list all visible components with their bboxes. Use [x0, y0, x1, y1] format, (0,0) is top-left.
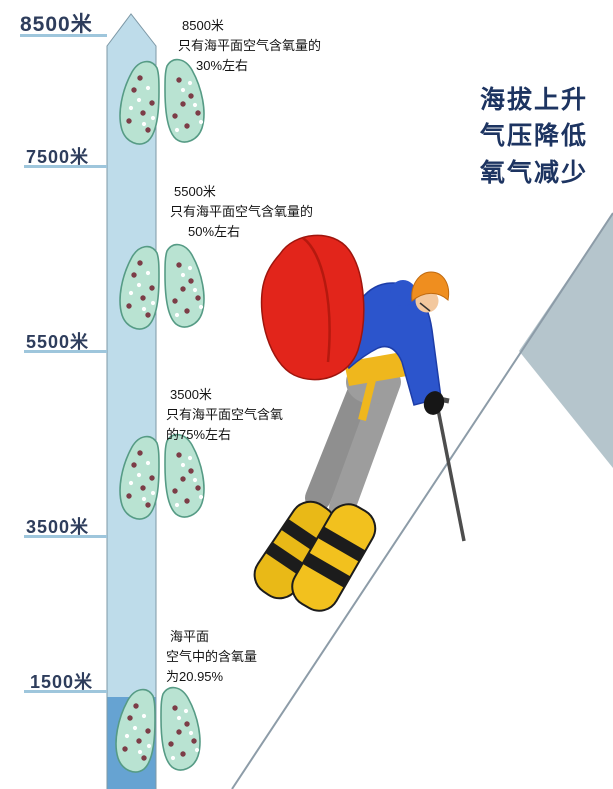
altitude-label-5500: 5500米: [26, 332, 90, 352]
altitude-label-1500: 1500米: [30, 672, 94, 692]
climber-front-leg: [329, 369, 401, 521]
backpack-seam: [302, 236, 331, 363]
altitude-tick-3500: [24, 535, 107, 538]
mountain-shaded-face: [519, 213, 613, 468]
climber-harness-strap: [358, 379, 376, 421]
annotation-line: 只有海平面空气含氧: [166, 407, 284, 423]
title-line: 气压降低: [480, 122, 589, 151]
annotation-line: 3500米: [170, 387, 212, 402]
main-title: 海拔上升 气压降低 氧气减少: [480, 82, 588, 191]
climber-harness: [344, 352, 407, 386]
altitude-tick-8500: [20, 34, 107, 37]
climber-glove: [423, 391, 445, 415]
annotation-line: 30%左右: [196, 58, 249, 74]
annotation-line: 为20.95%: [166, 669, 224, 685]
altitude-tick-1500: [24, 690, 107, 693]
annotation-line: 海平面: [170, 629, 210, 644]
climber-helmet: [411, 271, 450, 302]
climber-backpack: [260, 234, 365, 381]
ice-axe-icon: [434, 398, 466, 542]
altitude-column: [106, 13, 157, 789]
annotation-line: 空气中的含氧量: [166, 649, 258, 665]
altitude-label-8500: 8500米: [20, 13, 93, 36]
annotation-line: 只有海平面空气含氧量的: [170, 204, 314, 220]
altitude-tick-7500: [24, 165, 107, 168]
title-line: 海拔上升: [480, 86, 589, 114]
climber-front-boot: [291, 503, 377, 612]
annotation-line: 50%左右: [188, 224, 241, 240]
annotation-line: 的75%左右: [166, 427, 232, 443]
annotation-line: 只有海平面空气含氧量的: [178, 38, 322, 54]
lungs-icon: [119, 243, 205, 330]
helmet-strap: [419, 302, 431, 312]
lungs-icon: [119, 433, 205, 520]
mountain-ridge-line: [231, 212, 613, 789]
altitude-label-7500: 7500米: [26, 147, 90, 167]
annotation-line: 5500米: [174, 184, 216, 199]
annotation-5500m: 5500米 只有海平面空气含氧量的 50%左右: [170, 182, 313, 242]
altitude-label-3500: 3500米: [26, 517, 90, 537]
climber-figure: [253, 234, 466, 612]
lungs-icon: [115, 686, 201, 773]
annotation-sea-level: 海平面 空气中的含氧量 为20.95%: [166, 627, 257, 687]
title-line: 氧气减少: [480, 158, 589, 187]
annotation-line: 8500米: [182, 18, 224, 33]
altitude-tick-5500: [24, 350, 107, 353]
annotation-8500m: 8500米 只有海平面空气含氧量的 30%左右: [178, 16, 321, 76]
annotation-3500m: 3500米 只有海平面空气含氧 的75%左右: [166, 385, 283, 445]
climber-hood: [390, 280, 416, 306]
